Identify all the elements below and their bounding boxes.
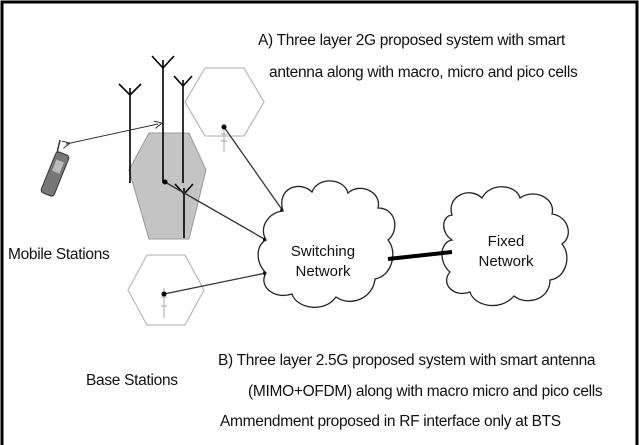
switching-label-line1: Switching — [290, 243, 356, 260]
fixed-network-label: Fixed Network — [461, 232, 551, 272]
switching-label-line2: Network — [295, 263, 351, 280]
mobile-stations-label: Mobile Stations — [8, 246, 110, 263]
fixed-label-line2: Network — [478, 253, 534, 270]
caption-b-line2: (MIMO+OFDM) along with macro micro and p… — [248, 383, 603, 400]
macro-cell — [128, 132, 207, 240]
pico-tower-icon — [221, 126, 227, 152]
bts-links — [163, 126, 284, 295]
radio-link-arrow — [66, 124, 158, 144]
mobile-phone-icon — [40, 139, 70, 197]
switching-network-cloud — [257, 180, 396, 309]
pico-cell-top — [184, 67, 265, 137]
caption-a-line2: antenna along with macro, micro and pico… — [269, 64, 578, 81]
fixed-network-cloud — [441, 186, 569, 307]
antenna-icons — [118, 55, 194, 238]
backbone-link — [387, 250, 453, 261]
caption-b-line1: B) Three layer 2.5G proposed system with… — [218, 352, 596, 369]
micro-cell-bottom — [127, 254, 205, 326]
caption-a-line1: A) Three layer 2G proposed system with s… — [258, 32, 565, 49]
fixed-label-line1: Fixed — [487, 233, 525, 250]
caption-b-line3: Ammendment proposed in RF interface only… — [220, 413, 561, 430]
switching-network-label: Switching Network — [268, 242, 378, 282]
base-stations-label: Base Stations — [86, 372, 178, 389]
